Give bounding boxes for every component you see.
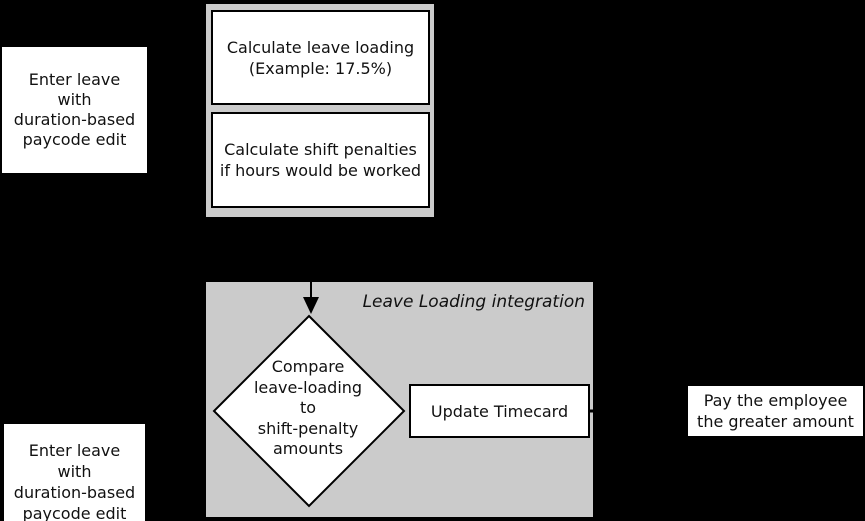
node-pay-employee-line: Pay the employee xyxy=(703,391,848,410)
node-decision-compare-line: to xyxy=(299,398,317,417)
node-calc-shift-penalties-line: if hours would be worked xyxy=(219,161,422,180)
node-pay-employee: Pay the employee the greater amount xyxy=(686,384,865,438)
node-decision-compare: Compare leave-loading to shift-penalty a… xyxy=(218,357,398,460)
node-pay-employee-line: the greater amount xyxy=(697,412,854,431)
node-update-timecard-label: Update Timecard xyxy=(430,401,569,421)
integration-panel: Leave Loading integration xyxy=(205,281,595,518)
node-enter-leave-bottom-line: with xyxy=(57,462,92,481)
node-decision-compare-line: leave-loading xyxy=(253,377,363,397)
node-enter-leave-top-line: Enter leave xyxy=(28,70,121,89)
node-calc-shift-penalties: Calculate shift penalties if hours would… xyxy=(211,112,430,208)
node-calc-leave-loading: Calculate leave loading (Example: 17.5%) xyxy=(211,10,430,105)
node-decision-compare-line: Compare xyxy=(271,357,345,376)
node-enter-leave-bottom-line: duration-based xyxy=(13,483,136,502)
integration-panel-title: Leave Loading integration xyxy=(362,292,585,312)
node-update-timecard: Update Timecard xyxy=(409,384,590,438)
node-enter-leave-bottom-line: Enter leave xyxy=(28,441,121,460)
flow-connectors xyxy=(212,282,595,508)
node-enter-leave-top: Enter leave with duration-based paycode … xyxy=(0,45,149,175)
node-enter-leave-top-line: with xyxy=(57,90,92,109)
node-calc-leave-loading-line: Calculate leave loading xyxy=(226,37,415,57)
node-decision-compare-line: shift-penalty xyxy=(257,418,359,438)
node-enter-leave-bottom: Enter leave with duration-based paycode … xyxy=(2,422,147,521)
node-enter-leave-bottom-line: paycode edit xyxy=(22,504,127,521)
arrow-down-icon xyxy=(303,297,319,314)
node-enter-leave-top-line: paycode edit xyxy=(22,130,127,149)
decision-diamond xyxy=(212,314,406,508)
node-decision-compare-line: amounts xyxy=(272,439,344,458)
node-enter-leave-top-line: duration-based xyxy=(13,110,136,129)
node-calc-leave-loading-line: (Example: 17.5%) xyxy=(248,58,393,78)
node-calc-shift-penalties-line: Calculate shift penalties xyxy=(224,140,417,159)
